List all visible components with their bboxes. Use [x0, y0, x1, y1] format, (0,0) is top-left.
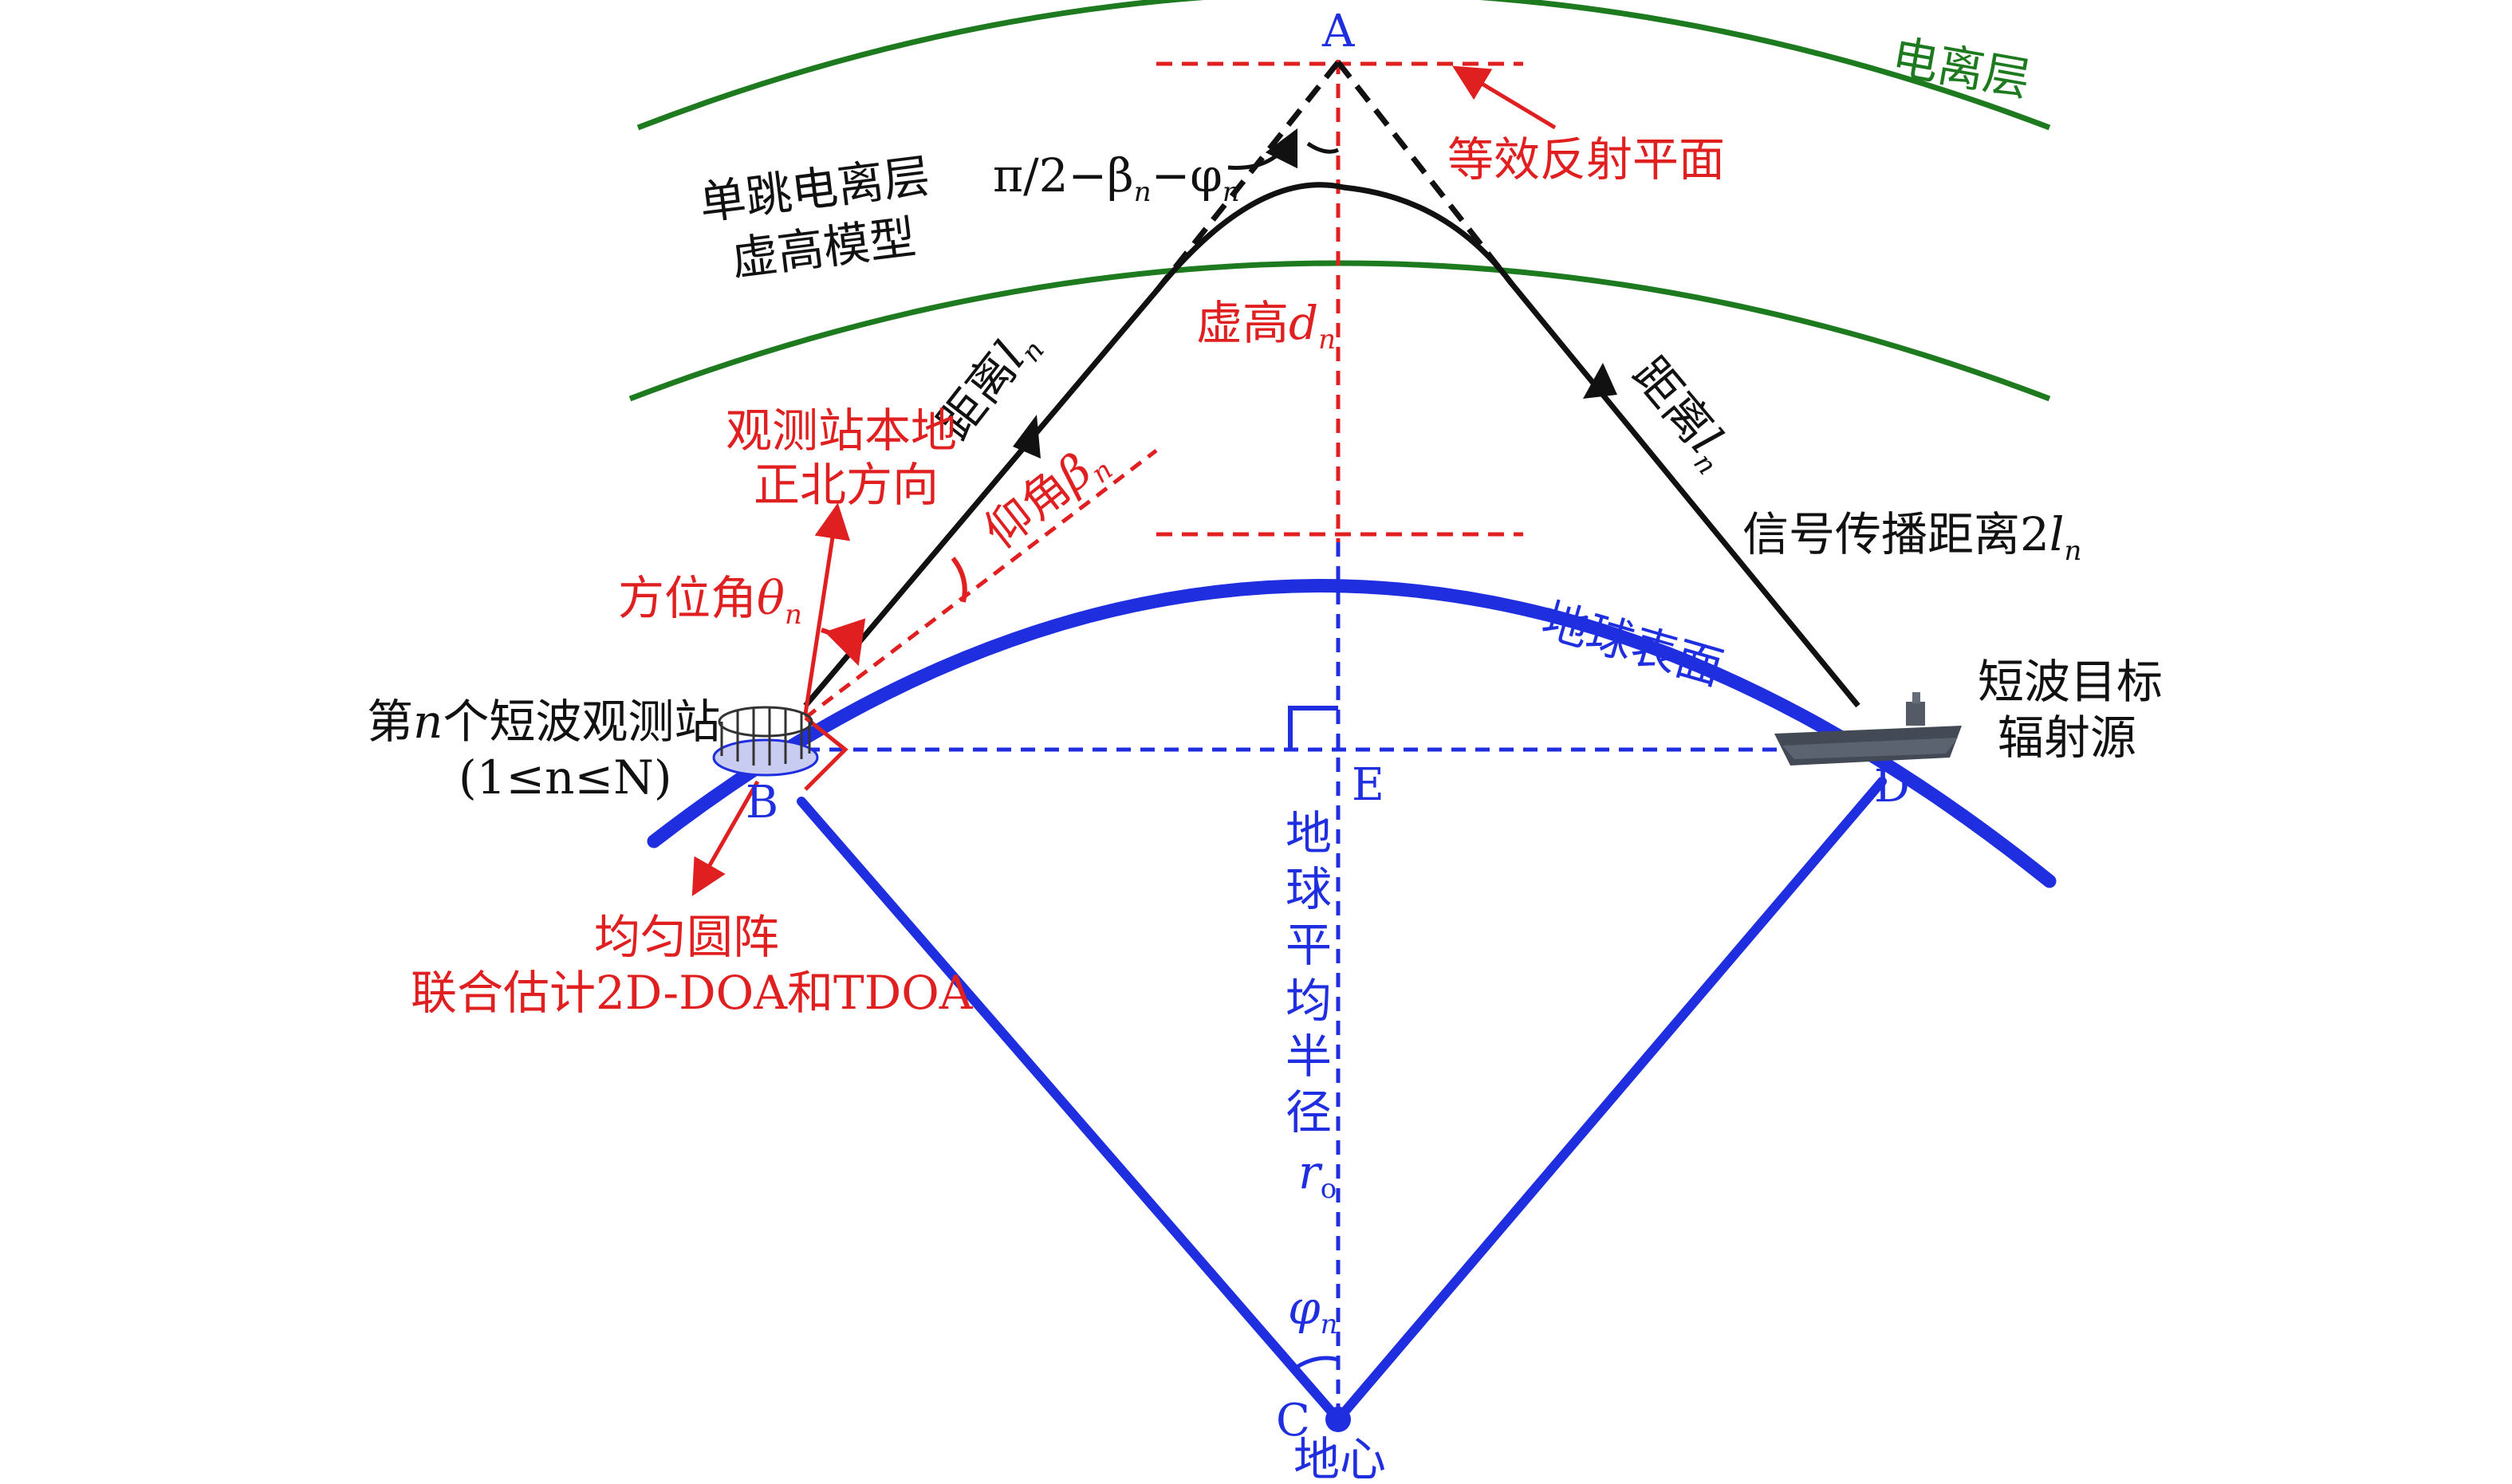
- virtual-height-text: 虚高: [1196, 296, 1289, 350]
- path-arrow-left: [1013, 415, 1041, 459]
- elevation-label: 仰角βn: [974, 432, 1119, 564]
- earth-radius-r: r: [1298, 1145, 1323, 1199]
- ionosphere-label: 电离层: [1888, 30, 2034, 107]
- azimuth-label: 方位角θn: [618, 571, 802, 631]
- angle-A-label: π/2−βn−φn: [993, 148, 1240, 208]
- azimuth-symbol: θ: [757, 571, 785, 625]
- station-label-line2: (1≤n≤N): [459, 750, 671, 805]
- path-arrow-right: [1583, 363, 1617, 399]
- azimuth-sub: n: [785, 599, 802, 631]
- target-label-line1: 短波目标: [1978, 655, 2163, 709]
- dashed-to-A-right: [1336, 60, 1514, 285]
- station-label-a: 第: [367, 695, 413, 749]
- earth-radius-symbol: ro: [1298, 1145, 1337, 1205]
- earth-center-dot: [1325, 1407, 1351, 1432]
- earth-radius-char-4: 均: [1286, 974, 1332, 1028]
- uca-label-line2: 联合估计2D-DOA和TDOA: [411, 966, 974, 1020]
- target-label-line2: 辐射源: [1998, 711, 2136, 765]
- center-angle-sub: n: [1321, 1309, 1338, 1340]
- virtual-height-label: 虚高dn: [1196, 296, 1336, 356]
- ionosphere-upper-arc: [636, 0, 2051, 131]
- distance-right-label: 距离ln: [1618, 347, 1744, 481]
- station-north-line1: 观测站本地: [726, 403, 957, 458]
- point-A-label: A: [1321, 6, 1355, 57]
- radius-to-D: [1333, 777, 1887, 1424]
- right-angle-B: [804, 716, 848, 791]
- signal-path-text: 信号传播距离2: [1742, 507, 2049, 561]
- angle-arc-A: [1306, 141, 1340, 154]
- north-direction-arrow: [803, 502, 851, 714]
- station-label-n: n: [413, 695, 443, 749]
- equiv-reflection-plane-label: 等效反射平面: [1447, 132, 1725, 187]
- right-angle-E: [1288, 706, 1338, 750]
- earth-radius-char-3: 平: [1286, 918, 1332, 972]
- signal-path-label: 信号传播距离2ln: [1742, 507, 2081, 567]
- virtual-height-symbol: d: [1289, 296, 1318, 350]
- angle-A-text-1: π/2−β: [993, 148, 1134, 203]
- earth-radius-char-5: 半: [1286, 1029, 1332, 1084]
- elevation-reference-line: [804, 449, 1158, 719]
- earth-radius-char-1: 地: [1286, 806, 1332, 860]
- signal-path-curve: [803, 182, 1860, 708]
- signal-path-sub: n: [2064, 535, 2081, 567]
- point-D-label: D: [1874, 761, 1910, 813]
- virtual-height-sub: n: [1318, 324, 1336, 356]
- point-E-label: E: [1352, 759, 1384, 811]
- uca-label-line1: 均匀圆阵: [594, 910, 779, 964]
- earth-center-label: 地心: [1293, 1432, 1386, 1484]
- elevation-angle-arc: [951, 557, 967, 603]
- uca-antenna-icon: [712, 706, 819, 777]
- station-label-line1: 第n个短波观测站: [367, 695, 720, 749]
- reflection-plane-pointer: [1452, 65, 1557, 130]
- point-C-label: C: [1276, 1395, 1310, 1447]
- station-label-b: 个短波观测站: [443, 695, 720, 749]
- angle-arrow-A: [1227, 128, 1298, 170]
- point-B-label: B: [746, 777, 778, 829]
- azimuth-angle-arc: [821, 618, 866, 667]
- center-angle-label: φn: [1288, 1281, 1338, 1340]
- earth-radius-label: 地 球 平 均 半 径 ro: [1286, 806, 1337, 1205]
- angle-A-sub-2: n: [1223, 176, 1240, 208]
- azimuth-text: 方位角: [618, 571, 757, 625]
- center-angle-arc: [1294, 1356, 1339, 1370]
- radius-to-B: [797, 797, 1343, 1424]
- angle-A-sub-1: n: [1134, 176, 1152, 208]
- earth-surface-label: 地球表面: [1536, 592, 1729, 695]
- station-north-line2: 正北方向: [754, 458, 939, 512]
- center-angle-symbol: φ: [1288, 1281, 1321, 1335]
- earth-radius-char-2: 球: [1286, 862, 1332, 916]
- uca-pointer-arrow: [691, 780, 760, 896]
- angle-A-text-2: −φ: [1152, 148, 1223, 203]
- ship-icon: [1774, 692, 1962, 766]
- signal-path-symbol: l: [2049, 507, 2065, 561]
- earth-radius-sub: o: [1321, 1173, 1337, 1205]
- earth-radius-char-6: 径: [1286, 1085, 1332, 1140]
- dashed-to-A-left: [1154, 60, 1341, 293]
